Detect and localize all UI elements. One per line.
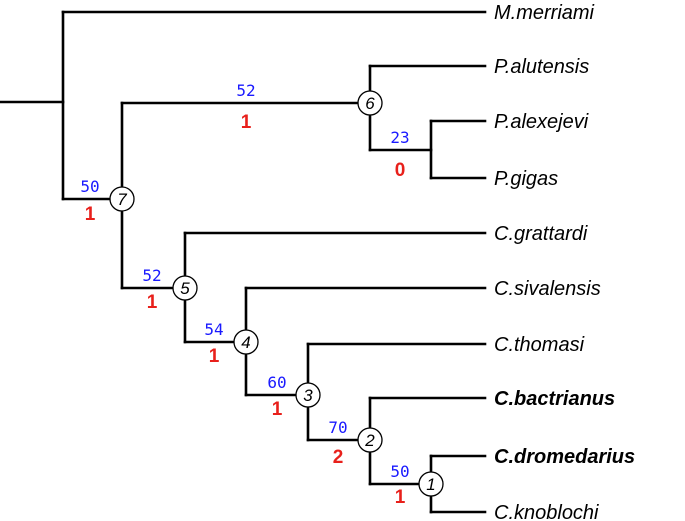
- taxon-c-knoblochi: C.knoblochi: [494, 502, 599, 521]
- support-node-2: 70: [328, 418, 347, 437]
- state-node-1: 1: [395, 487, 406, 508]
- node-2: 2: [357, 427, 383, 453]
- taxon-c-sivalensis: C.sivalensis: [494, 278, 601, 300]
- node-6-label: 6: [365, 94, 375, 113]
- support-node-5: 52: [142, 266, 161, 285]
- node-5: 5: [172, 275, 198, 301]
- node-4: 4: [233, 329, 259, 355]
- node-3-label: 3: [303, 386, 313, 405]
- node-4-label: 4: [241, 333, 250, 352]
- taxon-m-merriami: M.merriami: [494, 2, 595, 24]
- taxon-p-gigas: P.gigas: [494, 168, 558, 190]
- state-node-6: 1: [241, 112, 252, 133]
- taxon-p-alexejevi: P.alexejevi: [494, 111, 589, 133]
- state-node-2: 2: [333, 447, 344, 468]
- node-7: 7: [109, 186, 135, 212]
- support-node-4: 54: [204, 320, 223, 339]
- support-node-3: 60: [267, 373, 286, 392]
- node-1: 1: [418, 471, 444, 497]
- state-node-4: 1: [209, 346, 220, 367]
- support-node-1: 50: [390, 462, 409, 481]
- node-1-label: 1: [426, 475, 435, 494]
- state-node-3: 1: [272, 399, 283, 420]
- taxon-p-alutensis: P.alutensis: [494, 56, 589, 78]
- state-node-7: 1: [85, 204, 96, 225]
- state-alex-gigas: 0: [395, 160, 406, 181]
- taxon-c-thomasi: C.thomasi: [494, 334, 585, 356]
- support-node-7: 50: [80, 177, 99, 196]
- node-3: 3: [295, 382, 321, 408]
- node-2-label: 2: [364, 431, 375, 450]
- node-7-label: 7: [117, 190, 127, 209]
- taxon-c-bactrianus: C.bactrianus: [494, 388, 615, 410]
- taxon-c-grattardi: C.grattardi: [494, 223, 588, 245]
- support-node-6: 52: [236, 81, 255, 100]
- taxon-c-dromedarius: C.dromedarius: [494, 446, 635, 468]
- support-alex-gigas: 23: [390, 128, 409, 147]
- state-node-5: 1: [147, 292, 158, 313]
- node-5-label: 5: [180, 279, 190, 298]
- node-6: 6: [357, 90, 383, 116]
